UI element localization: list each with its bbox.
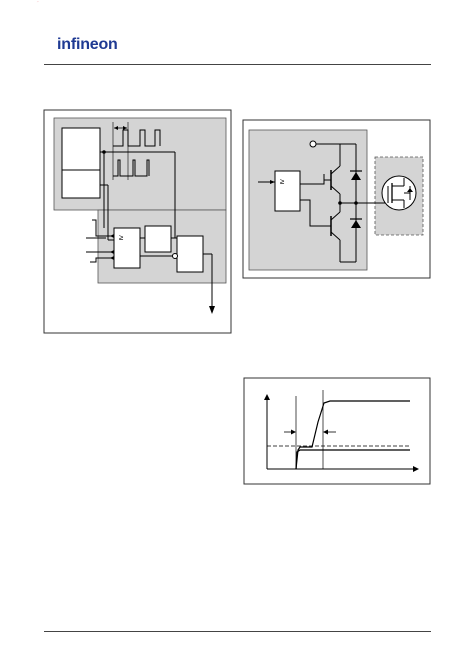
fig1-latch-block xyxy=(144,225,172,253)
fig3-timing-graph xyxy=(243,377,431,485)
fig1-pulse-waveform xyxy=(113,159,150,177)
fig2-mosfet xyxy=(381,175,417,211)
infineon-logo xyxy=(37,1,39,3)
header-rule xyxy=(44,64,431,65)
fig1-gate-symbol: ≥ xyxy=(119,233,124,242)
fig1-output-arrow xyxy=(209,306,215,314)
fig3-voltage-curve xyxy=(295,400,410,470)
fig1-driver-block xyxy=(176,235,204,273)
fig1-or-gate xyxy=(113,227,141,269)
fig3-gate-curve xyxy=(295,449,410,470)
fig2-gate-symbol: ≥ xyxy=(280,177,285,186)
fig2-diode-upper xyxy=(351,172,361,180)
fig2-or-gate xyxy=(274,170,301,212)
fig2-diode-lower xyxy=(351,220,361,228)
brand-wordmark: infineon xyxy=(57,36,118,53)
footer-rule xyxy=(44,631,431,632)
fig2-gate-driver-diagram: ≥ xyxy=(242,119,431,279)
fig1-pwm-logic-diagram: ≥ xyxy=(43,109,232,334)
fig1-oscillator-block xyxy=(61,127,101,199)
fig3-frame xyxy=(243,377,431,485)
